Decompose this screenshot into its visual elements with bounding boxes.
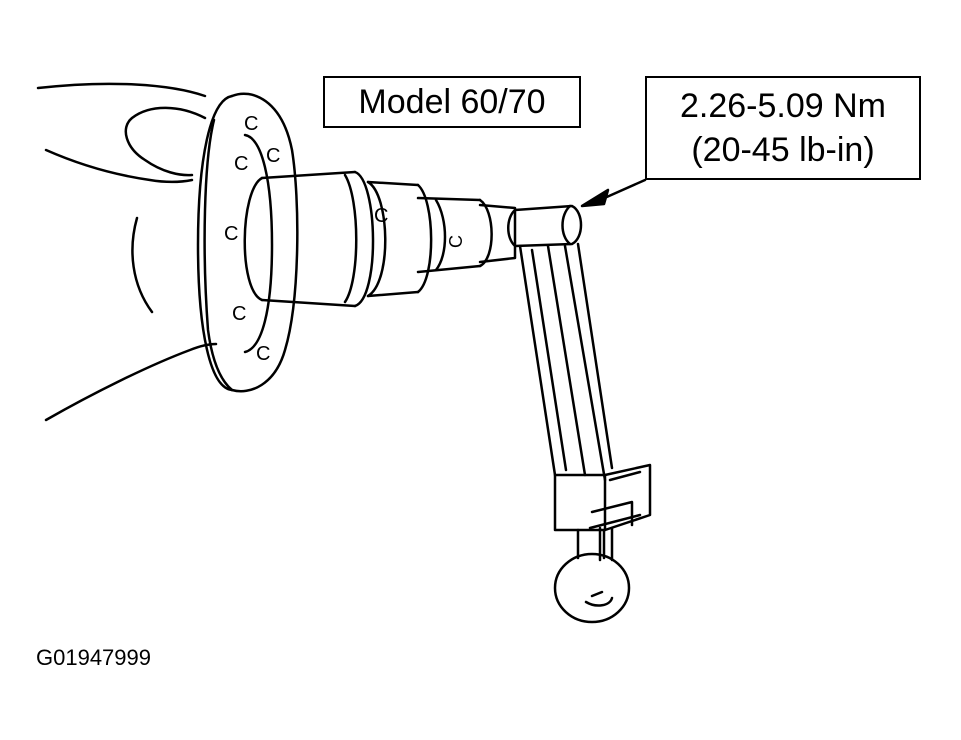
input-shaft: C	[416, 196, 517, 274]
torque-spec-label: 2.26-5.09 Nm (20-45 lb-in)	[645, 76, 921, 180]
wrench-scale	[553, 463, 652, 562]
svg-text:C: C	[224, 223, 238, 245]
svg-text:C: C	[374, 205, 388, 227]
svg-text:C: C	[446, 235, 466, 248]
figure-id: G01947999	[36, 645, 151, 670]
torque-lbin: (20-45 lb-in)	[691, 131, 875, 169]
svg-text:C: C	[244, 113, 258, 135]
wrench-beam	[518, 242, 614, 482]
wrench-ball-handle	[553, 528, 631, 624]
hub-collar: C	[366, 180, 433, 298]
wrench-socket	[507, 204, 583, 248]
svg-text:C: C	[232, 303, 246, 325]
hand-outline	[36, 82, 218, 422]
callout-arrow	[580, 178, 647, 208]
svg-text:C: C	[266, 145, 280, 167]
hub-cylinder	[243, 170, 375, 308]
model-label: Model 60/70	[323, 76, 581, 128]
svg-text:C: C	[234, 153, 248, 175]
svg-text:C: C	[256, 343, 270, 365]
hub-flange: C C C C C C	[196, 92, 299, 393]
torque-nm: 2.26-5.09 Nm	[680, 87, 886, 125]
